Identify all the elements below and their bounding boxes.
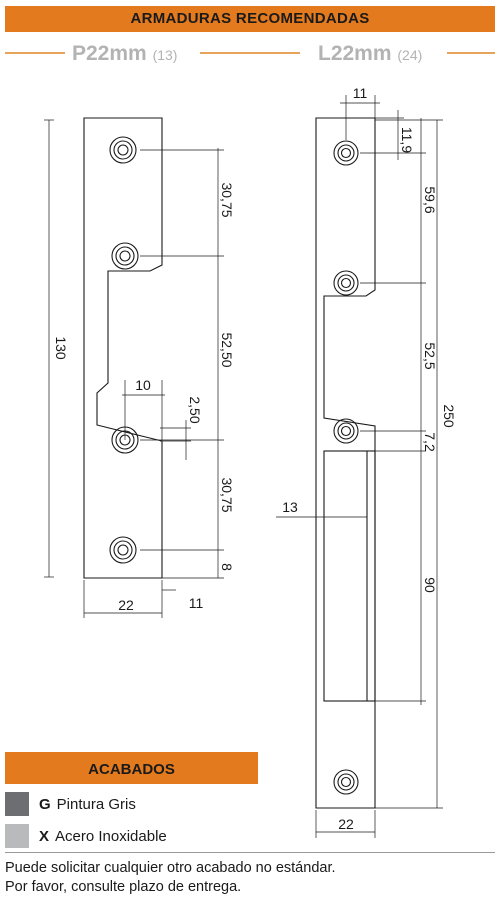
- screw-hole-p22-4: [109, 536, 137, 564]
- footer-note-line-2: Por favor, consulte plazo de entrega.: [5, 879, 242, 895]
- model-p22-count: (13): [152, 47, 178, 63]
- strike-plate-p22: [83, 117, 163, 579]
- section-title: ARMADURAS RECOMENDADAS: [5, 6, 495, 32]
- finish-swatch-g: [5, 792, 29, 816]
- dim-p22-250: 2,50: [187, 396, 203, 423]
- dim-l22-11: 11: [353, 85, 368, 101]
- dim-l22-250: 250: [441, 404, 457, 428]
- dim-l22-13: 13: [282, 499, 298, 515]
- screw-hole-p22-2: [111, 242, 139, 270]
- finish-code-x: X: [39, 827, 50, 845]
- dim-p22-5250: 52,50: [219, 332, 235, 367]
- dim-p22-11: 11: [189, 595, 204, 611]
- model-l22-title: L22mm (24): [318, 42, 422, 66]
- dim-p22-10: 10: [135, 377, 151, 393]
- footer-divider: [5, 852, 495, 853]
- rule-left-b: [200, 52, 300, 54]
- slot-l22: [323, 450, 376, 702]
- dimension-lines-l22: [276, 95, 443, 838]
- dim-l22-119: 11,9: [399, 127, 415, 153]
- plate-outline-p22: [83, 117, 163, 579]
- finish-swatch-x: [5, 824, 29, 848]
- dimension-lines-p22: [44, 119, 224, 618]
- screw-hole-l22-3: [333, 418, 359, 444]
- dim-p22-8: 8: [219, 563, 235, 571]
- strike-plate-l22: [315, 117, 376, 809]
- dim-p22-130: 130: [53, 336, 69, 360]
- model-p22-title: P22mm (13): [72, 42, 177, 66]
- finish-item-x: X Acero Inoxidable: [5, 824, 167, 848]
- model-l22-count: (24): [397, 47, 423, 63]
- dim-l22-525: 52,5: [422, 342, 438, 369]
- finish-label-g: Pintura Gris: [56, 795, 136, 813]
- footer-note-line-1: Puede solicitar cualquier otro acabado n…: [5, 860, 336, 876]
- finish-code-g: G: [39, 795, 51, 813]
- screw-hole-l22-4: [333, 769, 359, 795]
- dim-l22-22: 22: [338, 816, 354, 832]
- dim-p22-22: 22: [118, 597, 134, 613]
- rule-left-a: [5, 52, 65, 54]
- plate-outline-l22: [315, 117, 376, 809]
- model-p22-name: P22mm: [72, 42, 147, 65]
- dim-p22-3075-bottom: 30,75: [219, 477, 235, 512]
- finish-item-g: G Pintura Gris: [5, 792, 136, 816]
- dim-p22-3075-top: 30,75: [219, 182, 235, 217]
- screw-hole-l22-2: [333, 270, 359, 296]
- dim-l22-72: 7,2: [422, 432, 438, 452]
- model-l22-name: L22mm: [318, 42, 392, 65]
- screw-hole-l22-1: [333, 140, 359, 166]
- screw-hole-p22-1: [109, 136, 137, 164]
- finish-label-x: Acero Inoxidable: [55, 827, 167, 845]
- dim-l22-596: 59,6: [422, 186, 438, 213]
- footer-note: Puede solicitar cualquier otro acabado n…: [5, 859, 336, 897]
- dim-l22-90: 90: [422, 577, 438, 593]
- finishes-header: ACABADOS: [5, 752, 258, 784]
- rule-right: [447, 52, 495, 54]
